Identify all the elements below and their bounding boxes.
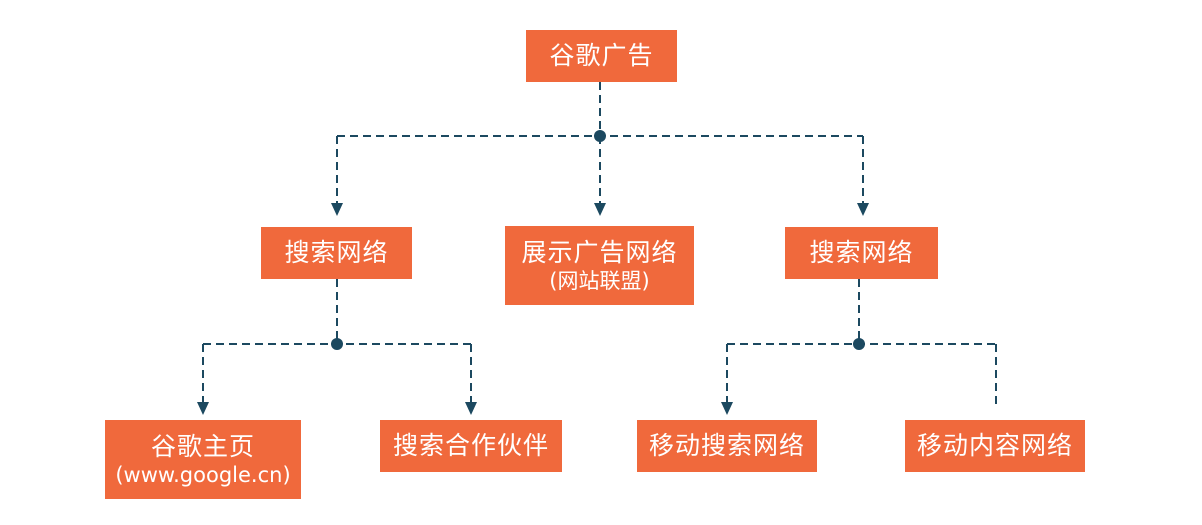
arrow-head [331, 203, 343, 216]
node-label: 搜索网络 [284, 238, 389, 267]
node-label: 搜索网络 [809, 238, 914, 267]
node-mobile-content-network: 移动内容网络 [905, 420, 1085, 472]
node-search-partners: 搜索合作伙伴 [380, 420, 562, 472]
node-search-network-left: 搜索网络 [261, 227, 412, 279]
node-mobile-search-network: 移动搜索网络 [637, 420, 817, 472]
junction-dot [594, 130, 606, 142]
node-label: 谷歌广告 [549, 41, 654, 70]
arrow-head [197, 402, 209, 415]
node-google-ads: 谷歌广告 [526, 30, 677, 82]
node-display-network: 展示广告网络 (网站联盟) [505, 226, 694, 305]
junction-dot [331, 338, 343, 350]
node-google-homepage: 谷歌主页 (www.google.cn) [105, 420, 301, 499]
node-label: 搜索合作伙伴 [392, 431, 549, 460]
junction-dot [853, 338, 865, 350]
arrow-head [857, 203, 869, 216]
node-label: 展示广告网络 [521, 237, 678, 267]
node-label: 谷歌主页 [150, 431, 255, 461]
node-search-network-right: 搜索网络 [785, 227, 938, 279]
node-sublabel: (www.google.cn) [115, 462, 291, 487]
arrow-head [594, 203, 606, 216]
node-label: 移动内容网络 [916, 431, 1073, 460]
node-label: 移动搜索网络 [648, 431, 805, 460]
node-sublabel: (网站联盟) [549, 268, 650, 293]
arrow-head [465, 402, 477, 415]
arrow-head [721, 402, 733, 415]
